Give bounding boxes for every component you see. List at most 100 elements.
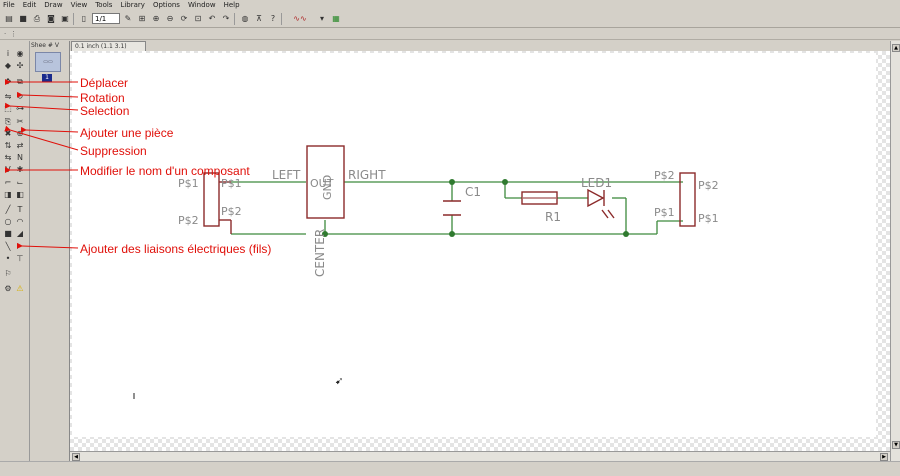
wire-draw-icon[interactable]: ╱ (5, 205, 11, 214)
regulator-left-label: LEFT (272, 168, 301, 182)
gateswap-icon[interactable]: ⇆ (4, 153, 12, 162)
cam-icon[interactable]: ◙ (47, 14, 55, 23)
annotation-rotate: Rotation (80, 91, 125, 105)
status-bar (0, 461, 900, 476)
invoke-icon[interactable]: ◨ (4, 190, 12, 199)
menu-window[interactable]: Window (187, 1, 216, 9)
rect-icon[interactable]: ■ (4, 229, 12, 238)
scroll-right-icon[interactable]: ▶ (880, 453, 888, 461)
erc-check-icon[interactable]: ⚙ (4, 284, 12, 293)
left-connector-out1-label: P$1 (221, 177, 242, 190)
annotation-move: Déplacer (80, 76, 129, 90)
label-icon[interactable]: ⊤ (16, 254, 24, 263)
scroll-up-icon[interactable]: ▲ (892, 44, 900, 52)
zoom-fit-icon[interactable]: ⊞ (138, 14, 146, 23)
schematic-drawing[interactable]: P$1 P$2 P$1 P$2 LEFT RIGHT OUT GND CENTE… (72, 53, 876, 437)
sheets-tab[interactable]: Shee # V (31, 42, 59, 49)
capacitor-name-label: C1 (465, 185, 481, 199)
scroll-down-icon[interactable]: ▼ (892, 441, 900, 449)
board-icon[interactable]: ▣ (61, 14, 69, 23)
toolbar-separator (234, 12, 237, 25)
optimize-icon[interactable]: ◧ (16, 190, 24, 199)
zoom-out-icon[interactable]: ⊖ (166, 14, 174, 23)
menu-edit[interactable]: Edit (22, 1, 37, 9)
main-toolbar: ▤ ■ ⎙ ◙ ▣ ▯ 1/1 ✎ ⊞ ⊕ ⊖ ⟳ ⊡ ↶ ↷ ◍ ⊼ ? ∿∿… (0, 10, 900, 28)
mark-icon[interactable]: ✣ (16, 61, 24, 70)
wires[interactable] (231, 181, 683, 235)
mirror-icon[interactable]: ⇋ (4, 92, 12, 101)
annotation-delete: Suppression (80, 144, 147, 158)
paste-icon[interactable]: ⎘ (4, 117, 12, 126)
pinswap-icon[interactable]: ⇅ (4, 141, 12, 150)
open-icon[interactable]: ▤ (5, 14, 13, 23)
right-connector-in2-label: P$2 (654, 169, 675, 182)
go-icon[interactable]: ⊼ (256, 14, 262, 23)
sheet-thumbnail[interactable]: ▭▭ (35, 52, 61, 72)
zoom-in-icon[interactable]: ⊕ (152, 14, 160, 23)
annotation-select: Selection (80, 104, 130, 118)
print-icon[interactable]: ⎙ (33, 13, 41, 23)
display-icon[interactable]: ◆ (4, 61, 12, 70)
add-icon[interactable]: ⊕ (16, 129, 24, 138)
text-icon[interactable]: T (17, 205, 23, 214)
regulator-center-label: CENTER (313, 229, 327, 277)
dropdown-icon[interactable]: ▾ (319, 14, 324, 23)
junction-dot (322, 231, 328, 237)
annotation-rename: Modifier le nom d'un composant (80, 164, 250, 178)
circle-icon[interactable]: ○ (4, 217, 12, 226)
horizontal-scrollbar[interactable]: ◀ ▶ (70, 451, 890, 461)
led-name-label: LED1 (581, 176, 612, 190)
stop-icon[interactable]: ◍ (241, 14, 249, 23)
menu-draw[interactable]: Draw (44, 1, 63, 9)
menu-options[interactable]: Options (152, 1, 180, 9)
vertical-scrollbar[interactable]: ▲ ▼ (890, 41, 900, 461)
arrow-rotate (16, 91, 79, 98)
split-icon[interactable]: ⌐ (4, 178, 12, 187)
warning-icon[interactable]: ⚠ (16, 284, 24, 293)
undo-icon[interactable]: ↶ (208, 14, 216, 23)
symbols[interactable] (203, 145, 696, 234)
erc-icon[interactable]: ∿∿ (293, 14, 307, 23)
grip-icon: ⋮ (10, 29, 18, 38)
zoom-field[interactable]: 1/1 (92, 13, 120, 24)
bus-icon[interactable]: ╲ (5, 242, 11, 251)
arc-icon[interactable]: ◠ (16, 217, 24, 226)
change-icon[interactable]: ⊶ (16, 104, 24, 113)
delete-icon[interactable]: ✖ (4, 129, 12, 138)
save-icon[interactable]: ■ (19, 14, 27, 23)
menu-help[interactable]: Help (223, 1, 240, 9)
regulator-body (306, 145, 345, 219)
script-icon[interactable]: ✎ (124, 14, 132, 23)
regulator-right-label: RIGHT (348, 168, 386, 182)
redraw-icon[interactable]: ⟳ (180, 14, 188, 23)
zoom-select-icon[interactable]: ⊡ (194, 14, 202, 23)
name-icon[interactable]: N (17, 153, 23, 162)
switch-board-icon[interactable]: ▦ (332, 14, 340, 23)
sheet-number: 1 (42, 74, 52, 82)
junction-dot (449, 179, 455, 185)
menu-view[interactable]: View (70, 1, 88, 9)
sheet-icon[interactable]: ▯ (81, 14, 87, 23)
junction-icon[interactable]: • (5, 254, 11, 263)
drawing-sheet[interactable]: P$1 P$2 P$1 P$2 LEFT RIGHT OUT GND CENTE… (72, 53, 876, 437)
arrow-select (4, 102, 79, 111)
redo-icon[interactable]: ↷ (222, 14, 230, 23)
miter-icon[interactable]: ⌙ (16, 178, 24, 187)
replace-icon[interactable]: ⇄ (16, 141, 24, 150)
scroll-left-icon[interactable]: ◀ (72, 453, 80, 461)
polygon-icon[interactable]: ◢ (16, 229, 24, 238)
help-icon[interactable]: ? (270, 14, 276, 23)
cut-icon[interactable]: ✂ (16, 117, 24, 126)
sheets-panel: Shee # V ▭▭ 1 (30, 41, 70, 461)
info-icon[interactable]: i (6, 49, 10, 58)
attribute-icon[interactable]: ⚐ (4, 269, 12, 278)
grid-info-tab: 0.1 inch (1.1 3.1) (71, 41, 146, 51)
menu-tools[interactable]: Tools (95, 1, 113, 9)
menu-library[interactable]: Library (120, 1, 145, 9)
arrow-add-part (20, 126, 79, 133)
show-icon[interactable]: ◉ (16, 49, 24, 58)
arrow-wire (16, 242, 79, 249)
arrow-delete (4, 125, 79, 151)
schematic-canvas[interactable]: P$1 P$2 P$1 P$2 LEFT RIGHT OUT GND CENTE… (70, 51, 890, 451)
menu-file[interactable]: File (3, 1, 15, 9)
